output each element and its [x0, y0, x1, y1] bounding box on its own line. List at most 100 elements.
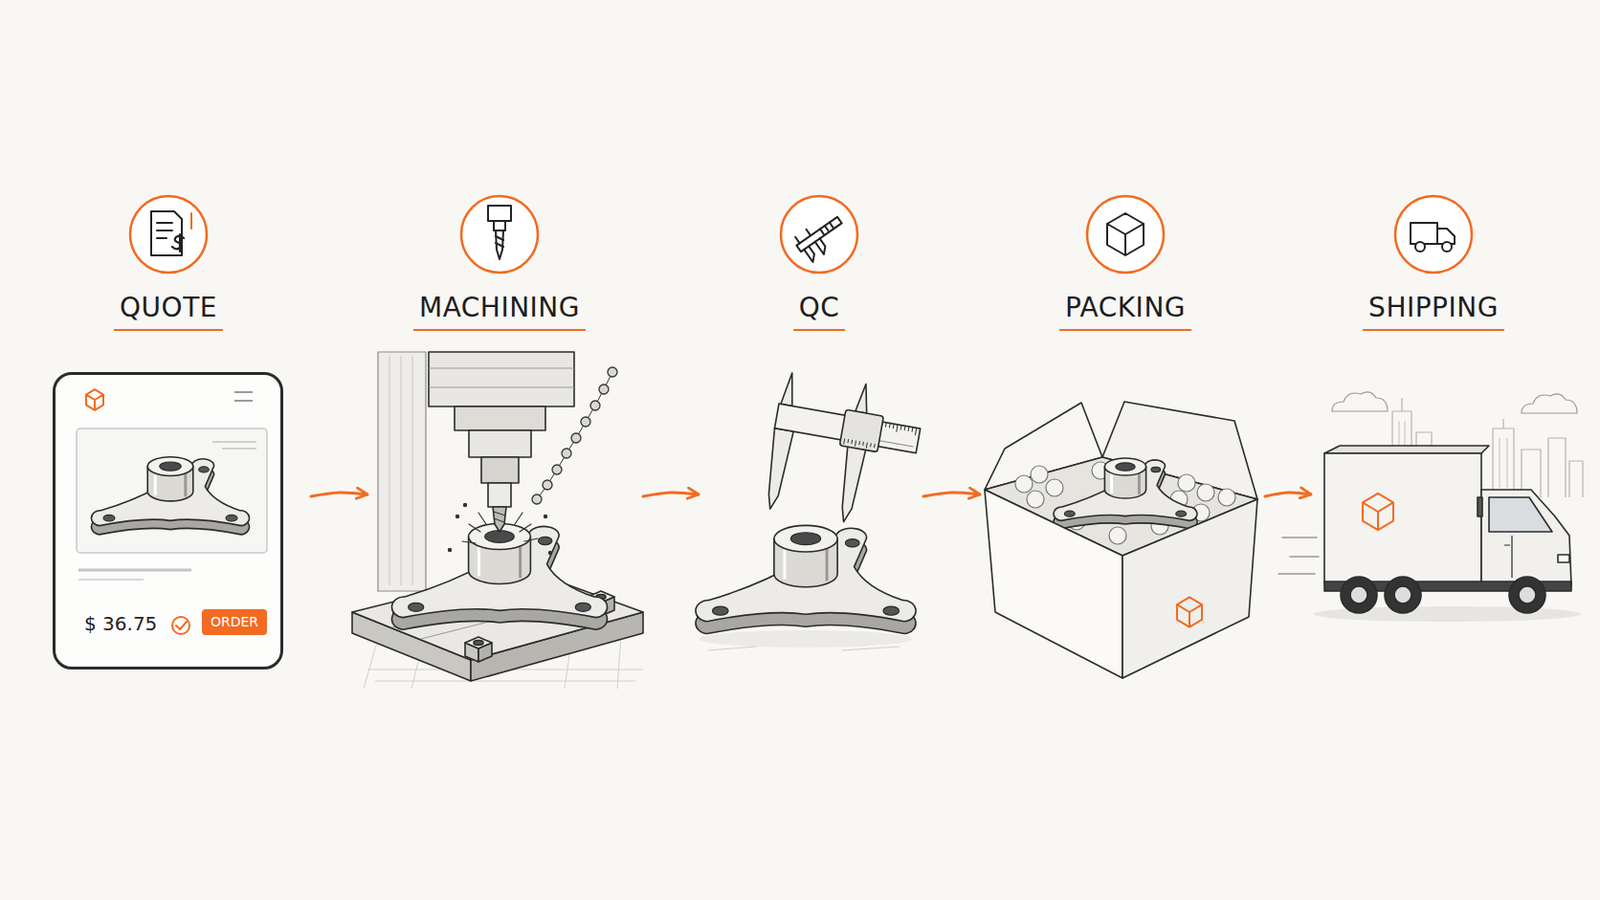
truck-icon	[1442, 242, 1452, 252]
tablet-screen	[78, 569, 192, 573]
machining-illustration	[352, 352, 644, 689]
truck	[1504, 535, 1512, 578]
flow-arrow	[643, 492, 699, 497]
spindle	[493, 511, 506, 523]
chip-chain	[590, 400, 600, 411]
machine-column	[377, 352, 426, 592]
machining-icon	[493, 221, 506, 231]
city-skyline	[1492, 419, 1514, 498]
caliper	[839, 409, 884, 452]
step-icons	[130, 196, 207, 273]
truck	[1518, 586, 1536, 604]
tablet-screen	[90, 457, 249, 535]
sparks	[447, 503, 552, 555]
step-icons	[461, 196, 538, 273]
quote-icon	[190, 213, 193, 229]
qc-illustration	[698, 630, 913, 648]
tablet-screen	[52, 372, 284, 670]
truck	[1340, 577, 1378, 614]
stage-heading: SHIPPING	[1362, 291, 1505, 332]
chip-chain	[599, 384, 609, 395]
truck-icon	[1410, 222, 1438, 245]
machining-icon	[488, 205, 512, 260]
packing-peanuts	[1030, 466, 1048, 484]
chip-chain	[561, 448, 572, 459]
spindle	[468, 430, 532, 458]
stage-heading: QC	[793, 291, 846, 332]
caliper	[780, 372, 799, 407]
tablet-screen	[76, 428, 267, 554]
caliper	[760, 370, 927, 534]
shipping-illustration	[1278, 392, 1583, 623]
chip-chain	[532, 367, 618, 505]
button-label: ORDER	[210, 614, 259, 631]
truck-icon	[1410, 222, 1455, 252]
sparks	[543, 514, 547, 518]
tablet-screen	[86, 389, 104, 411]
box-face	[984, 489, 1123, 679]
motion-lines	[1278, 537, 1319, 575]
stage-heading: PACKING	[1059, 291, 1192, 332]
truck	[1350, 586, 1368, 604]
motion-lines	[1278, 537, 1319, 575]
machining-icon	[495, 230, 504, 260]
packing-peanuts	[1015, 475, 1033, 493]
truck-icon	[1415, 242, 1425, 252]
city-skyline	[1569, 461, 1583, 498]
truck	[1324, 445, 1489, 454]
step-icons	[780, 196, 858, 273]
step-icons	[130, 196, 1472, 273]
price-text: $ 36.75	[84, 614, 157, 634]
packing-illustration	[1053, 458, 1198, 530]
truck	[1394, 586, 1412, 604]
caliper	[774, 403, 920, 454]
tablet-screen	[234, 392, 253, 401]
quote-icon	[156, 222, 173, 239]
stage-heading: MACHINING	[413, 291, 586, 332]
truck	[1557, 555, 1570, 563]
step-icons	[1395, 196, 1472, 273]
spindle	[492, 507, 507, 533]
tablet-screen	[52, 372, 284, 670]
spindle	[428, 368, 575, 388]
caliper	[760, 428, 794, 512]
cloud	[1332, 392, 1578, 414]
quote-icon	[151, 211, 192, 256]
box-face	[1122, 499, 1258, 679]
caliper	[834, 441, 867, 524]
spindle	[428, 352, 575, 533]
truck	[1324, 445, 1572, 614]
packing-peanuts	[1109, 527, 1127, 545]
sparks	[548, 551, 552, 555]
sparks	[447, 548, 451, 552]
sparks	[463, 503, 467, 507]
truck	[1481, 489, 1572, 586]
caliper	[855, 382, 872, 414]
machining-icon	[495, 236, 504, 247]
city-skyline	[1548, 438, 1566, 498]
spindle	[428, 352, 575, 407]
packing-peanuts	[1177, 474, 1196, 492]
truck	[1362, 493, 1394, 531]
step-icons	[1087, 196, 1164, 273]
caliper-icon	[820, 222, 834, 236]
tablet-screen	[78, 578, 144, 581]
order-button: ORDER	[201, 609, 267, 636]
machine-column	[389, 355, 413, 586]
caliper-icon	[792, 210, 851, 265]
chip-chain	[532, 494, 542, 505]
clamp-block	[465, 637, 492, 663]
qc-illustration	[695, 525, 916, 634]
cloud	[1332, 392, 1388, 412]
truck	[1509, 577, 1546, 614]
truck	[1384, 577, 1422, 614]
chip-chain	[571, 433, 581, 444]
packing-peanuts	[1197, 484, 1215, 502]
quote-icon	[172, 234, 184, 252]
spindle	[488, 483, 512, 508]
chip-chain	[542, 480, 553, 490]
packing-icon	[1107, 213, 1144, 256]
